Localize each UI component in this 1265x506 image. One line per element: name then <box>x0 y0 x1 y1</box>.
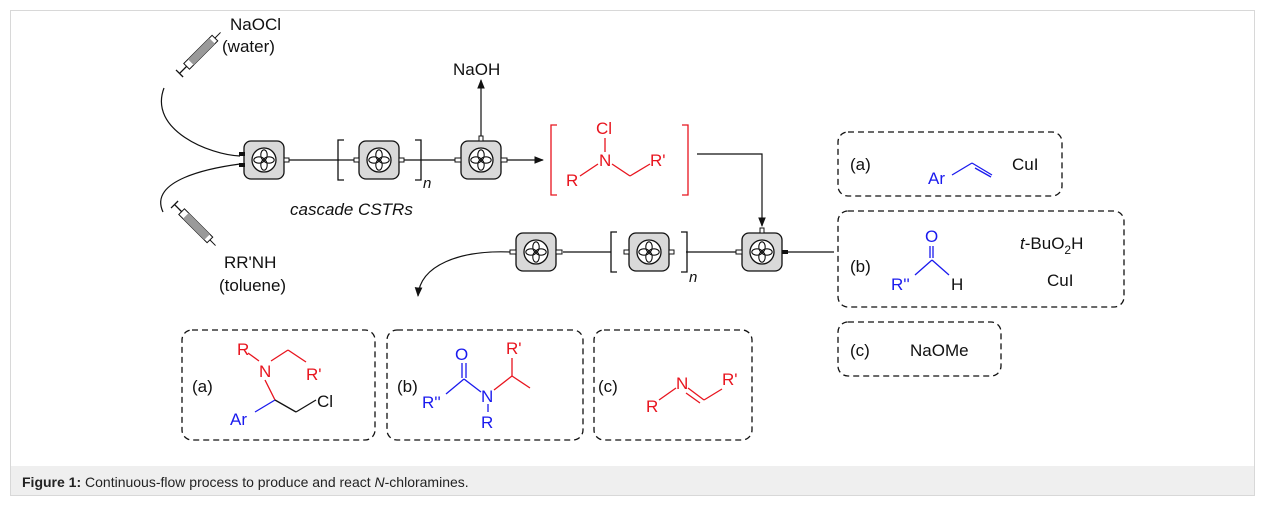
product-a-n: N <box>259 362 271 381</box>
caption-text-1: Continuous-flow process to produce and r… <box>81 474 375 490</box>
reactor-1-icon <box>239 140 290 180</box>
amine-label: RR'NH <box>224 253 276 272</box>
product-box-b <box>386 329 584 441</box>
n-top: n <box>423 175 431 192</box>
product-c-n: N <box>676 374 688 393</box>
caption-label: Figure 1: <box>22 474 82 490</box>
product-a-ar: Ar <box>230 410 247 429</box>
condition-b-r2: R'' <box>891 275 910 294</box>
caption-text-2: -chloramines. <box>384 474 469 490</box>
cascade-label: cascade CSTRs <box>290 200 413 219</box>
condition-b-oxidant: t-BuO2H <box>1020 234 1083 257</box>
naoh-label: NaOH <box>453 60 500 79</box>
product-a-r-prime: R' <box>306 365 322 384</box>
intermediate-r-prime: R' <box>650 151 666 170</box>
oxidant-main: -BuO <box>1025 234 1065 253</box>
product-b-o: O <box>455 345 468 364</box>
caption-italic-n: N <box>374 474 385 490</box>
product-box-a <box>181 329 376 441</box>
syringe-amine-icon <box>170 200 216 246</box>
product-a-cl: Cl <box>317 392 333 411</box>
condition-b-label: (b) <box>850 257 871 276</box>
reactor-5-icon <box>623 232 675 272</box>
n-bottom: n <box>689 269 697 286</box>
condition-box-b <box>837 210 1125 308</box>
intermediate-cl: Cl <box>596 119 612 138</box>
product-b-r2: R'' <box>422 393 441 412</box>
product-c-label: (c) <box>598 377 618 396</box>
product-b-r-prime: R' <box>506 339 522 358</box>
product-c-r: R <box>646 397 658 416</box>
intermediate-n: N <box>599 151 611 170</box>
condition-c-label: (c) <box>850 341 870 360</box>
condition-c-reagent: NaOMe <box>910 341 969 360</box>
product-a-r: R <box>237 340 249 359</box>
condition-b-o: O <box>925 227 938 246</box>
amine-solvent: (toluene) <box>219 276 286 295</box>
syringe-naocl-icon <box>175 32 221 78</box>
condition-b-h: H <box>951 275 963 294</box>
condition-box-a <box>837 131 1063 197</box>
condition-a-label: (a) <box>850 155 871 174</box>
oxidant-prefix: t <box>1020 234 1026 253</box>
product-b-r: R <box>481 413 493 432</box>
tube-naocl <box>160 87 241 157</box>
product-box-c <box>593 329 753 441</box>
condition-a-ar: Ar <box>928 169 945 188</box>
condition-box-c <box>837 321 1002 377</box>
caption-bar <box>10 466 1255 496</box>
product-b-label: (b) <box>397 377 418 396</box>
product-c-r-prime: R' <box>722 370 738 389</box>
reactor-2-icon <box>353 140 405 180</box>
figure-caption: Figure 1: Continuous-flow process to pro… <box>22 474 469 490</box>
naocl-solvent: (water) <box>222 37 275 56</box>
oxidant-h: H <box>1071 234 1083 253</box>
reactor-6-icon <box>509 232 563 272</box>
reactor-4-icon <box>735 227 788 272</box>
oxidant-sub: 2 <box>1064 243 1071 257</box>
reactor-3-icon <box>454 135 508 180</box>
tube-amine <box>160 163 241 213</box>
condition-b-reagent: CuI <box>1047 271 1073 290</box>
naocl-label: NaOCl <box>230 15 281 34</box>
product-a-label: (a) <box>192 377 213 396</box>
outlet-curve-arrow <box>414 251 511 297</box>
product-b-n: N <box>481 387 493 406</box>
condition-a-reagent: CuI <box>1012 155 1038 174</box>
intermediate-r: R <box>566 171 578 190</box>
intermediate-chloramine <box>550 124 689 196</box>
